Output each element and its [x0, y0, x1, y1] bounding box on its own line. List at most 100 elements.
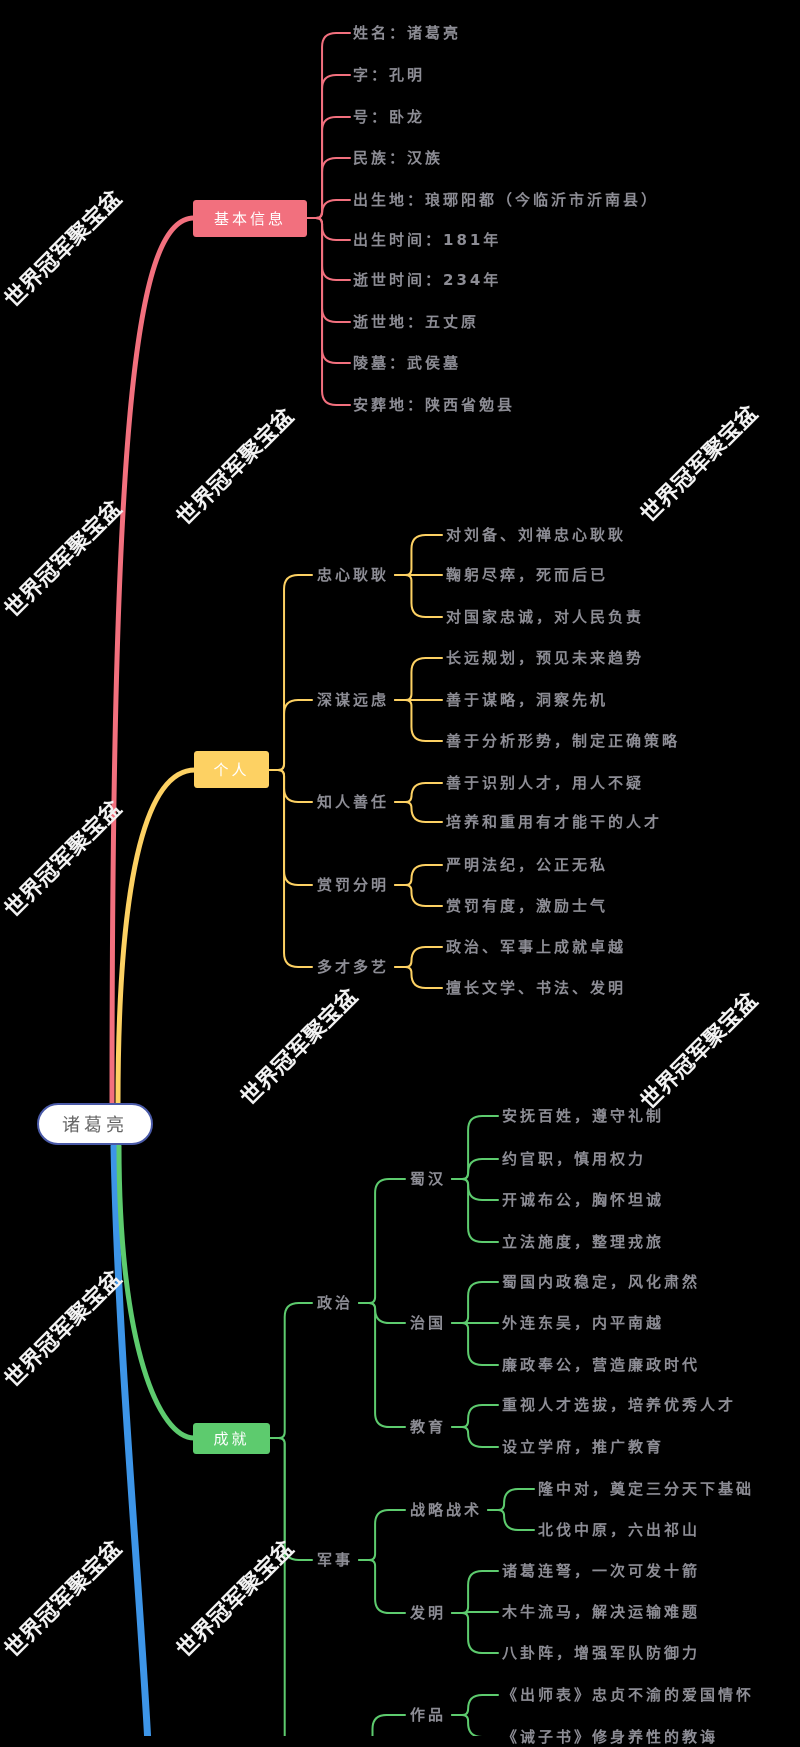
connector — [358, 1302, 406, 1428]
achievement-item[interactable]: 北伐中原，六出祁山 — [538, 1521, 701, 1539]
root-node[interactable]: 诸葛亮 — [37, 1103, 153, 1145]
achievement-group[interactable]: 军事 — [317, 1551, 354, 1569]
connector — [451, 1281, 499, 1324]
achievement-subgroup[interactable]: 教育 — [410, 1418, 447, 1436]
achievement-item[interactable]: 廉政奉公，营造廉政时代 — [502, 1356, 701, 1374]
branch-basic-line — [109, 215, 197, 1107]
connector — [451, 1404, 499, 1428]
achievement-item[interactable]: 约官职，慎用权力 — [502, 1150, 647, 1168]
achievement-item[interactable]: 诸葛连弩，一次可发十箭 — [502, 1562, 701, 1580]
personal-item[interactable]: 严明法纪，公正无私 — [446, 856, 609, 874]
connector — [306, 217, 351, 406]
connector — [358, 1559, 406, 1614]
personal-group[interactable]: 赏罚分明 — [317, 876, 390, 894]
personal-item[interactable]: 政治、军事上成就卓越 — [446, 938, 627, 956]
achievement-subgroup[interactable]: 发明 — [410, 1604, 447, 1622]
connector — [451, 1426, 499, 1448]
connector — [394, 801, 443, 823]
connector — [487, 1488, 535, 1511]
connector — [394, 782, 443, 803]
connector — [269, 1302, 313, 1439]
connector — [268, 574, 313, 771]
connector — [451, 1322, 499, 1366]
personal-item[interactable]: 对国家忠诚，对人民负责 — [446, 608, 645, 626]
achievement-item[interactable]: 重视人才选拔，培养优秀人才 — [502, 1396, 737, 1414]
connector — [306, 217, 351, 281]
achievement-subgroup[interactable]: 蜀汉 — [410, 1170, 447, 1188]
connector — [451, 1178, 499, 1201]
personal-item[interactable]: 善于分析形势，制定正确策略 — [446, 732, 681, 750]
connector — [487, 1509, 535, 1531]
personal-item[interactable]: 擅长文学、书法、发明 — [446, 979, 627, 997]
connector — [268, 769, 313, 886]
personal-group[interactable]: 忠心耿耿 — [317, 566, 390, 584]
connector — [358, 1302, 406, 1324]
branch-fourth-line — [110, 1142, 152, 1736]
personal-group[interactable]: 多才多艺 — [317, 958, 390, 976]
connector — [394, 574, 443, 618]
connector — [394, 699, 443, 742]
connector — [394, 657, 443, 701]
basic-info-item[interactable]: 字：孔明 — [353, 66, 426, 84]
achievement-item[interactable]: 《诫子书》修身养性的教诲 — [502, 1728, 719, 1746]
connector — [451, 1115, 499, 1180]
branch-personal[interactable]: 个人 — [194, 751, 269, 788]
connector — [394, 946, 443, 968]
basic-info-item[interactable]: 逝世时间：234年 — [353, 271, 502, 289]
personal-item[interactable]: 培养和重用有才能干的人才 — [446, 813, 663, 831]
connector — [269, 1437, 313, 1561]
achievement-subgroup[interactable]: 战略战术 — [410, 1501, 483, 1519]
achievement-subgroup[interactable]: 治国 — [410, 1314, 447, 1332]
achievement-item[interactable]: 隆中对，奠定三分天下基础 — [538, 1480, 755, 1498]
branch-achievements-line — [116, 1143, 197, 1441]
connector — [451, 1158, 499, 1180]
connector — [451, 1714, 498, 1736]
connector — [306, 217, 351, 241]
basic-info-item[interactable]: 号：卧龙 — [353, 108, 426, 126]
achievement-item[interactable]: 木牛流马，解决运输难题 — [502, 1603, 701, 1621]
basic-info-item[interactable]: 逝世地：五丈原 — [353, 313, 480, 331]
branch-basic-info[interactable]: 基本信息 — [193, 200, 307, 237]
connector — [268, 769, 313, 803]
connector — [451, 1570, 499, 1614]
personal-item[interactable]: 善于谋略，洞察先机 — [446, 691, 609, 709]
basic-info-item[interactable]: 陵墓：武侯墓 — [353, 354, 462, 372]
achievement-item[interactable]: 蜀国内政稳定，风化肃然 — [502, 1273, 701, 1291]
personal-group[interactable]: 知人善任 — [317, 793, 390, 811]
basic-info-item[interactable]: 民族：汉族 — [353, 149, 444, 167]
personal-item[interactable]: 长远规划，预见未来趋势 — [446, 649, 645, 667]
personal-item[interactable]: 善于识别人才，用人不疑 — [446, 774, 645, 792]
basic-info-item[interactable]: 出生时间：181年 — [353, 231, 502, 249]
connector — [306, 157, 351, 219]
connector — [394, 864, 443, 886]
achievement-item[interactable]: 八卦阵，增强军队防御力 — [502, 1644, 701, 1662]
connector — [451, 1178, 499, 1243]
achievement-subgroup[interactable]: 作品 — [410, 1706, 447, 1724]
achievement-item[interactable]: 外连东吴，内平南越 — [502, 1314, 665, 1332]
achievement-item[interactable]: 安抚百姓，遵守礼制 — [502, 1107, 665, 1125]
achievement-item[interactable]: 设立学府，推广教育 — [502, 1438, 665, 1456]
connector — [306, 116, 351, 219]
achievement-item[interactable]: 立法施度，整理戎旅 — [502, 1233, 665, 1251]
connector — [306, 74, 351, 219]
connector — [394, 966, 443, 989]
basic-info-item[interactable]: 姓名：诸葛亮 — [353, 24, 462, 42]
connector — [358, 1509, 406, 1561]
basic-info-item[interactable]: 安葬地：陕西省勉县 — [353, 396, 516, 414]
connector — [268, 769, 313, 968]
personal-item[interactable]: 赏罚有度，激励士气 — [446, 897, 609, 915]
connector — [306, 199, 351, 219]
connector — [394, 534, 443, 576]
connector — [268, 699, 313, 771]
personal-group[interactable]: 深谋远虑 — [317, 691, 390, 709]
connector — [358, 1178, 406, 1304]
achievement-item[interactable]: 《出师表》忠贞不渝的爱国情怀 — [502, 1686, 755, 1704]
achievement-group[interactable]: 政治 — [317, 1294, 354, 1312]
basic-info-item[interactable]: 出生地：琅琊阳都（今临沂市沂南县） — [353, 191, 660, 209]
personal-item[interactable]: 鞠躬尽瘁，死而后已 — [446, 566, 609, 584]
personal-item[interactable]: 对刘备、刘禅忠心耿耿 — [446, 526, 627, 544]
achievement-item[interactable]: 开诚布公，胸怀坦诚 — [502, 1191, 665, 1209]
connector — [394, 884, 443, 907]
branch-achievements[interactable]: 成就 — [193, 1423, 270, 1454]
